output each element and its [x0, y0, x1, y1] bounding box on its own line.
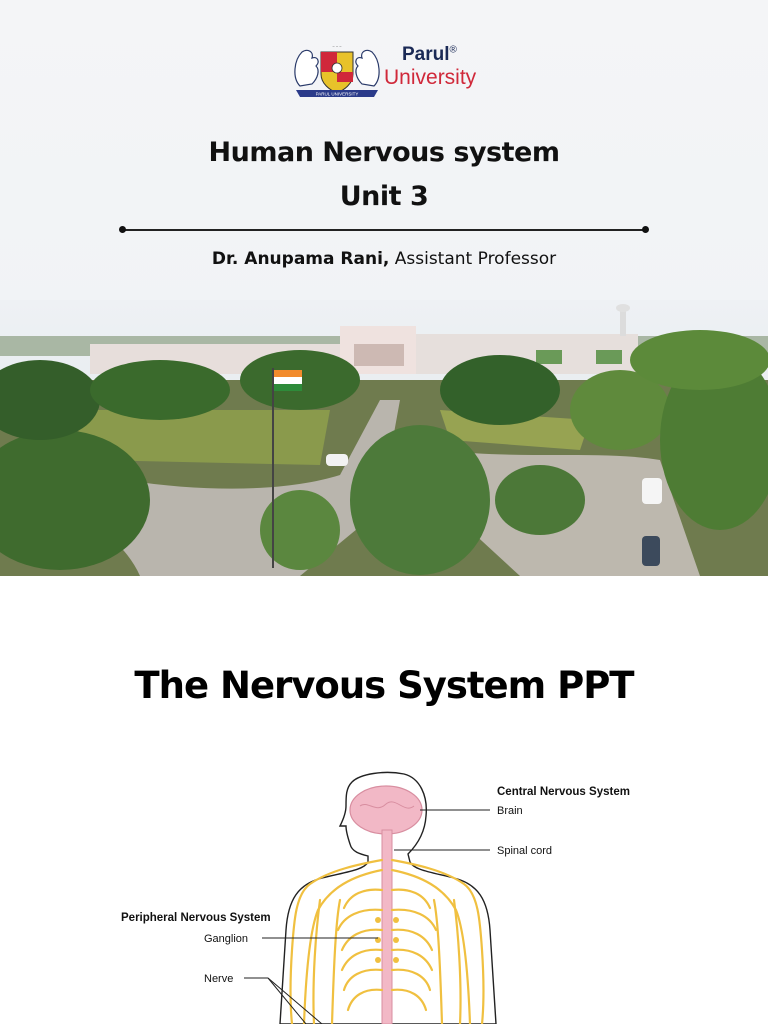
brand-name: Parul® [402, 44, 457, 66]
campus-photo [0, 300, 768, 576]
crest-icon: PARUL UNIVERSITY ~ ~ ~ [294, 44, 380, 97]
brain-label: Brain [497, 805, 523, 817]
divider-right-dot [642, 226, 649, 233]
ganglion-dots [375, 917, 399, 963]
divider-left-dot [119, 226, 126, 233]
brand-subtitle: University [384, 66, 477, 89]
cover-title-line-1: Human Nervous system [208, 137, 560, 168]
spinal-cord-shape [381, 829, 393, 1024]
cover-title-line-2: Unit 3 [339, 181, 429, 212]
svg-text:~ ~ ~: ~ ~ ~ [332, 44, 342, 49]
slide2-title: The Nervous System PPT [134, 664, 634, 707]
spinal-cord-label: Spinal cord [497, 845, 552, 857]
ganglion-label: Ganglion [204, 933, 248, 945]
pns-heading: Peripheral Nervous System [121, 912, 271, 924]
cns-heading: Central Nervous System [497, 786, 630, 798]
author-line: Dr. Anupama Rani, Assistant Professor [0, 249, 768, 269]
university-logo: PARUL UNIVERSITY ~ ~ ~ [288, 40, 498, 100]
author-name: Dr. Anupama Rani, [211, 249, 390, 269]
nervous-system-diagram: Central Nervous System Brain Spinal cord… [121, 771, 630, 1024]
cover-slide: PARUL UNIVERSITY ~ ~ ~ Parul® University… [0, 0, 768, 576]
brain-shape [349, 785, 423, 835]
peripheral-nerves [289, 858, 485, 1024]
seal-text: PARUL UNIVERSITY [316, 92, 359, 97]
registered-mark: ® [449, 44, 457, 56]
nerve-label: Nerve [204, 973, 233, 985]
title-divider [123, 229, 645, 231]
author-role: Assistant Professor [389, 249, 557, 269]
brand-name-text: Parul [402, 44, 450, 65]
